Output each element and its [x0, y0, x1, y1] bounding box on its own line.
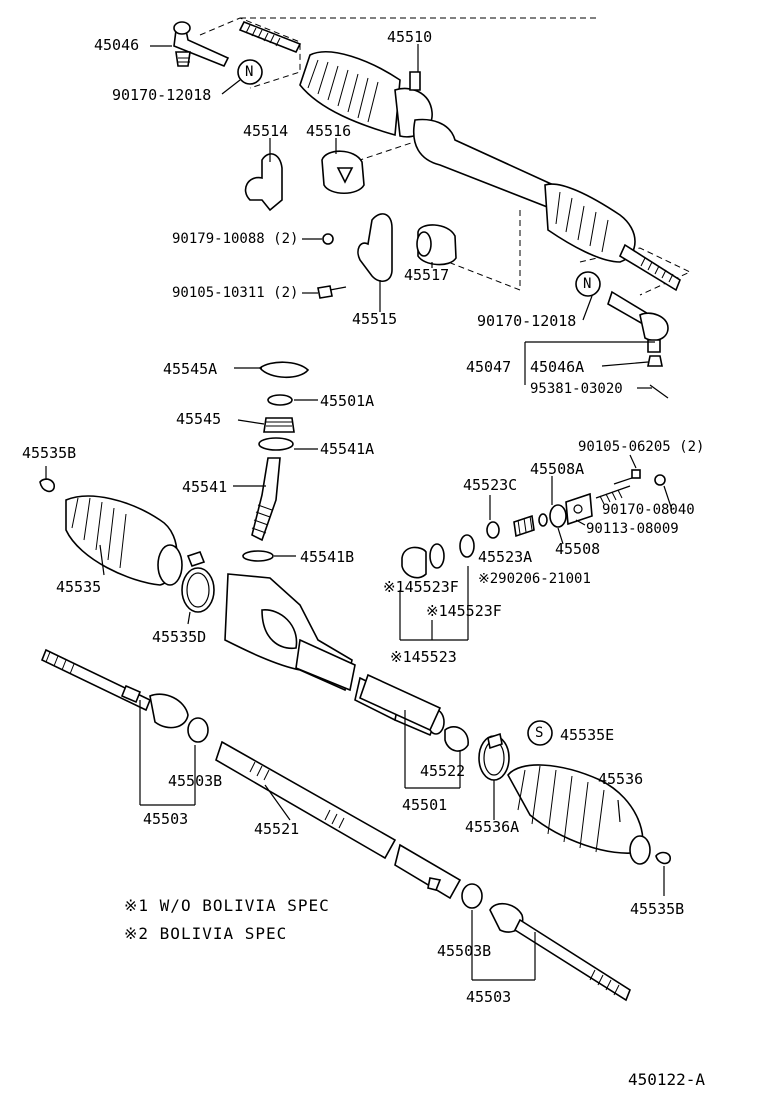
bracket-45515 — [357, 213, 393, 283]
top-threaded-rod — [238, 20, 302, 54]
tie-rod-end-left — [173, 21, 230, 68]
label-90170-12018-top: 90170-12018 — [112, 86, 212, 104]
n-circle-right — [575, 271, 601, 297]
label-145523: ※145523 — [390, 648, 457, 666]
n-circle-top — [237, 59, 263, 85]
label-45541b: 45541B — [300, 548, 355, 566]
n-symbol-top: N — [245, 64, 254, 80]
label-45535e: 45535E — [560, 726, 615, 744]
label-45508: 45508 — [555, 540, 601, 558]
boot-45536 — [507, 764, 671, 865]
n-symbol-right: N — [583, 276, 592, 292]
label-45501: 45501 — [402, 796, 448, 814]
label-290206-21001: ※290206-21001 — [478, 571, 591, 587]
label-45536a: 45536A — [465, 818, 520, 836]
legend-note-2: ※2 BOLIVIA SPEC — [124, 924, 288, 943]
s-circle — [527, 720, 553, 746]
label-45536: 45536 — [598, 770, 644, 788]
rack-housing-top — [299, 51, 681, 292]
guide-dashed-top — [199, 17, 301, 89]
valve-parts — [401, 469, 666, 579]
label-45523c: 45523C — [463, 476, 518, 494]
label-145523f-b: ※145523F — [426, 602, 502, 620]
leaders-bottom — [45, 466, 665, 981]
label-45515: 45515 — [352, 310, 398, 328]
tie-rod-45503-bottom — [461, 883, 631, 1002]
label-45517: 45517 — [404, 266, 450, 284]
label-45523a: 45523A — [478, 548, 533, 566]
leaders-valve — [399, 454, 673, 641]
label-90170-12018-right: 90170-12018 — [477, 312, 577, 330]
bushing-45517 — [416, 224, 457, 266]
label-90170-08040: 90170-08040 — [602, 502, 695, 518]
label-45514: 45514 — [243, 122, 289, 140]
legend-note-1: ※1 W/O BOLIVIA SPEC — [124, 896, 330, 915]
label-45535b-bottom: 45535B — [630, 900, 685, 918]
label-45046: 45046 — [94, 36, 140, 54]
label-45503-left: 45503 — [143, 810, 189, 828]
label-45501a: 45501A — [320, 392, 375, 410]
label-45503b-left: 45503B — [168, 772, 223, 790]
label-45535: 45535 — [56, 578, 102, 596]
label-45503b-bottom: 45503B — [437, 942, 492, 960]
tie-rod-45503-left — [40, 648, 209, 743]
label-45508a: 45508A — [530, 460, 585, 478]
rack-tube-45501 — [359, 673, 442, 732]
label-45510: 45510 — [387, 28, 433, 46]
label-90105-10311: 90105-10311 (2) — [172, 285, 299, 301]
label-45503-bottom: 45503 — [466, 988, 512, 1006]
label-90105-06205: 90105-06205 (2) — [578, 439, 705, 455]
rack-bar-45521 — [215, 740, 462, 900]
guide-dashed-mid — [329, 139, 421, 171]
leaders-pinion — [233, 367, 318, 557]
pinion-stack — [242, 361, 310, 562]
leaders-top — [150, 44, 655, 389]
label-145523f-a: ※145523F — [383, 578, 459, 596]
clamp-45536a — [478, 732, 510, 781]
guide-dashed-bracket — [429, 210, 521, 291]
label-95381-03020: 95381-03020 — [530, 381, 623, 397]
label-45545a: 45545A — [163, 360, 218, 378]
label-90179-10088: 90179-10088 (2) — [172, 231, 299, 247]
bushing-45516 — [321, 150, 365, 195]
clamp-45535d — [181, 551, 215, 613]
label-45046a: 45046A — [530, 358, 585, 376]
label-45522: 45522 — [420, 762, 466, 780]
bracket-45514 — [244, 153, 283, 212]
boot-45535 — [39, 478, 183, 586]
label-45521: 45521 — [254, 820, 300, 838]
label-45047: 45047 — [466, 358, 512, 376]
label-45516: 45516 — [306, 122, 352, 140]
nut-90179 — [322, 233, 334, 245]
label-45541a: 45541A — [320, 440, 375, 458]
label-45535b-top: 45535B — [22, 444, 77, 462]
label-45545: 45545 — [176, 410, 222, 428]
tie-rod-end-right — [607, 290, 669, 399]
label-45535d: 45535D — [152, 628, 207, 646]
s-symbol: S — [535, 725, 544, 741]
diagram-id: 450122-A — [628, 1070, 706, 1089]
label-45541: 45541 — [182, 478, 228, 496]
label-90113-08009: 90113-08009 — [586, 521, 679, 537]
bolt-90105-10311 — [317, 285, 347, 299]
